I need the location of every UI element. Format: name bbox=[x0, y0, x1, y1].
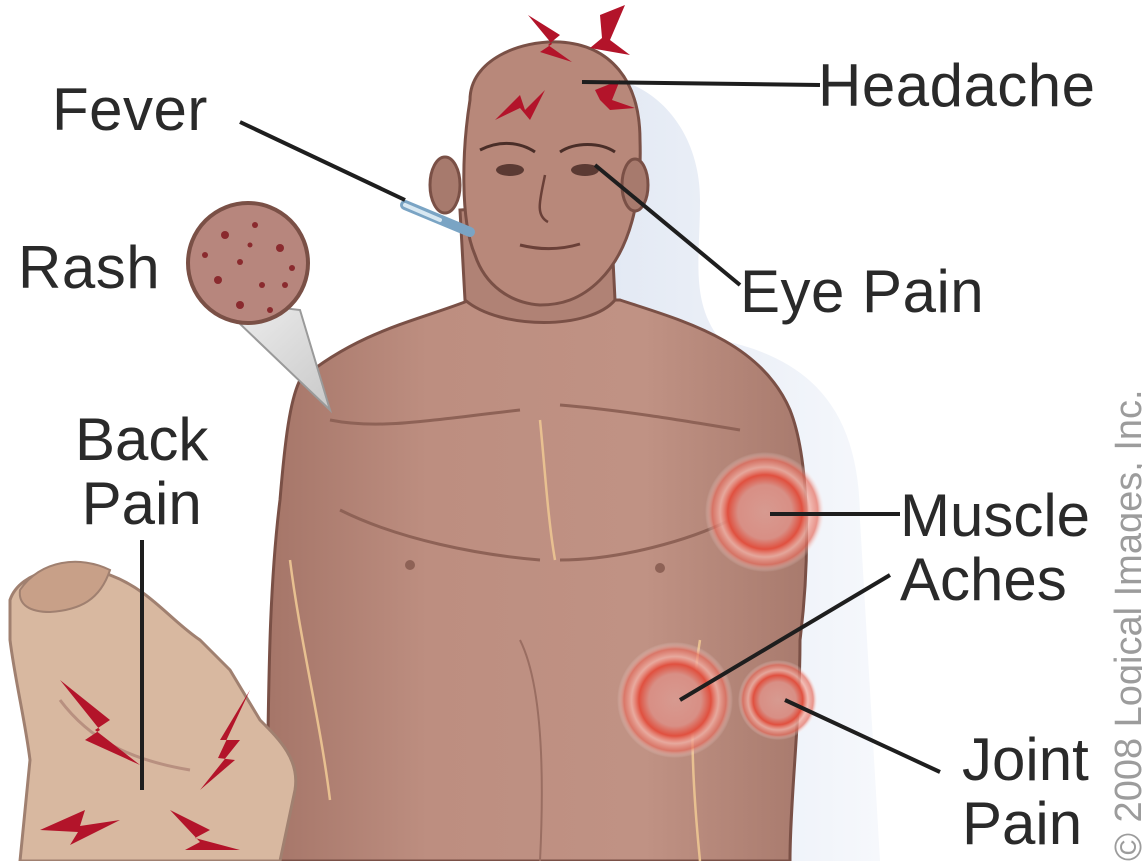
label-back-pain-line1: Back bbox=[75, 408, 208, 472]
label-back-pain: Back Pain bbox=[75, 408, 208, 536]
rash-circle bbox=[188, 203, 308, 323]
label-joint-pain: Joint Pain bbox=[962, 728, 1089, 856]
muscle-aches-marker-lower bbox=[617, 642, 733, 758]
label-joint-pain-line1: Joint bbox=[962, 728, 1089, 792]
label-muscle-aches-line2: Aches bbox=[900, 548, 1090, 612]
copyright-watermark: © 2008 Logical Images, Inc. bbox=[1110, 389, 1142, 861]
joint-pain-marker bbox=[738, 660, 818, 740]
back-pain-figure bbox=[10, 562, 296, 861]
label-rash: Rash bbox=[18, 238, 160, 298]
label-back-pain-line2: Pain bbox=[75, 472, 208, 536]
label-fever: Fever bbox=[52, 80, 208, 140]
label-muscle-aches: Muscle Aches bbox=[900, 484, 1090, 612]
label-muscle-aches-line1: Muscle bbox=[900, 484, 1090, 548]
label-joint-pain-line2: Pain bbox=[962, 792, 1089, 856]
label-headache: Headache bbox=[818, 56, 1096, 116]
torso bbox=[265, 300, 807, 861]
label-eye-pain: Eye Pain bbox=[740, 262, 984, 322]
